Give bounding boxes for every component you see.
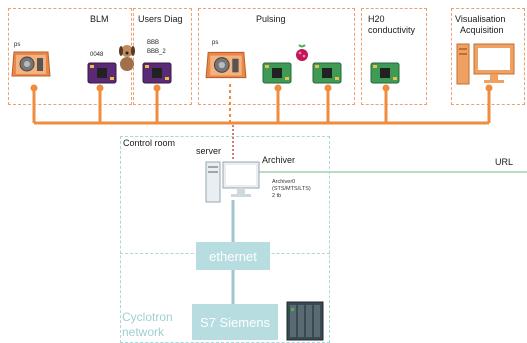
group-blm [8,8,132,105]
group-h2o [361,8,427,105]
circuit-board-icon [262,62,292,84]
network-label-2: network [122,325,165,339]
group-label-h2o-1: H20 [368,14,385,24]
raspberry-pi-icon [296,44,308,61]
computer-icon [456,43,515,85]
archiver-info-2: (STS/MTS/LTS) [272,186,311,192]
group-label-pulsing: Pulsing [256,14,286,24]
device-label-bbb-1: BBB [147,40,160,46]
network-label-1: Cyclotron [122,310,173,324]
dog-icon [119,45,135,71]
archiver-info-3: 2 tb [272,193,282,199]
device-label-ps-pulsing: ps [212,40,219,46]
group-users-diag [133,8,192,105]
group-label-users-diag: Users Diag [138,14,183,24]
server-label: server [196,146,222,156]
power-supply-icon [205,51,247,79]
s7-siemens-box: S7 Siemens [192,304,278,340]
group-label-blm: BLM [90,14,109,24]
archiver-info-1: Archiver0 [272,179,296,185]
ethernet-box: ethernet [196,242,270,270]
control-room-title: Control room [123,138,176,148]
device-label-ps-blm: ps [14,42,21,48]
group-label-h2o-2: conductivity [368,25,416,35]
group-label-vis-1: Visualisation [455,14,506,24]
circuit-board-icon [312,62,342,84]
circuit-board-icon [87,62,117,84]
plc-icon [286,301,324,341]
group-label-vis-2: Acquisition [460,25,504,35]
device-label-bbb-2: BBB_2 [147,49,166,55]
device-label-0048: 0048 [90,52,104,58]
url-label: URL [495,157,514,167]
circuit-board-icon [142,62,172,84]
archiver-label: Archiver [262,155,296,165]
circuit-board-icon [370,62,400,84]
power-supply-icon [11,51,51,77]
